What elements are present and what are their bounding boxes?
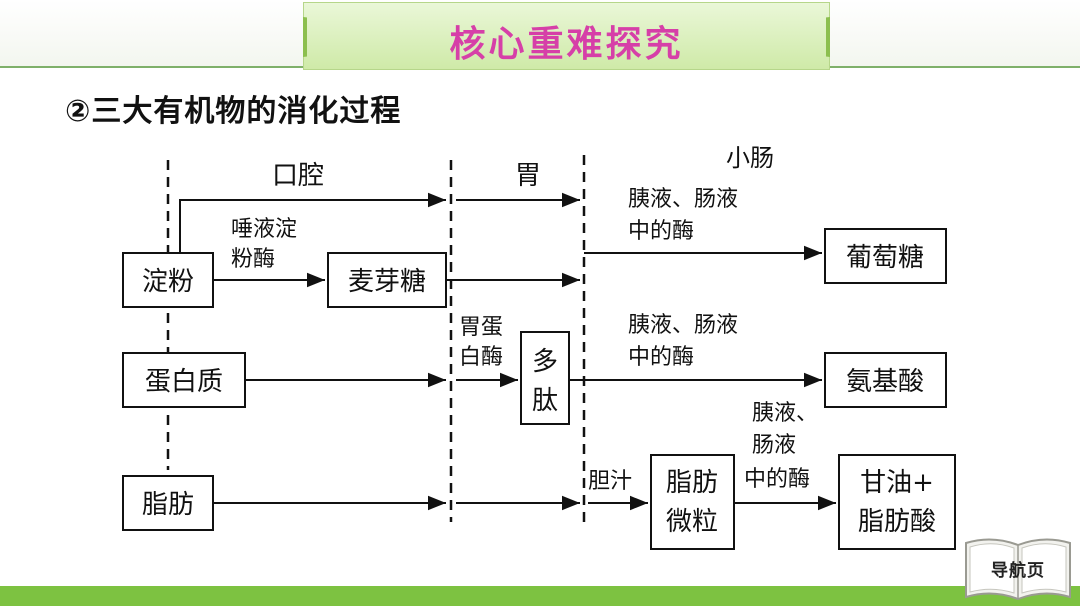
node-starch-box [122, 252, 214, 308]
bottom-accent-bar [0, 586, 1080, 606]
region-label-stomach: 胃 [515, 161, 541, 191]
node-fat-droplet-2: 微粒 [666, 507, 718, 537]
node-maltose: 麦芽糖 [348, 267, 426, 297]
arrow-starch-bypass [179, 192, 446, 253]
node-glycerol-box [838, 454, 956, 550]
label-si-enzyme-starch-2: 中的酶 [628, 219, 694, 244]
node-amino-acid-box [824, 352, 947, 408]
node-glucose-box [824, 228, 947, 284]
label-si-enzyme-fat-1: 胰液、 [752, 401, 818, 426]
node-amino-acid: 氨基酸 [846, 367, 924, 397]
label-salivary-amylase-1: 唾液淀 [231, 217, 297, 242]
label-salivary-amylase-2: 粉酶 [231, 247, 275, 272]
page-title: 核心重难探究 [449, 24, 684, 65]
label-bile: 胆汁 [588, 469, 632, 494]
region-label-mouth: 口腔 [272, 161, 324, 191]
label-si-enzyme-fat-3: 中的酶 [744, 467, 810, 492]
banner-notch-left [303, 17, 321, 57]
node-polypeptide-1: 多 [532, 347, 558, 377]
label-si-enzyme-fat-2: 肠液 [752, 433, 796, 458]
section-subtitle: ②三大有机物的消化过程 [65, 94, 402, 129]
node-polypeptide-box [520, 331, 570, 425]
nav-label: 导航页 [991, 561, 1045, 581]
label-si-enzyme-starch-1: 胰液、肠液 [628, 187, 738, 212]
node-protein-box [122, 352, 246, 408]
title-banner: 核心重难探究 [303, 2, 830, 70]
label-si-enzyme-protein-1: 胰液、肠液 [628, 313, 738, 338]
node-fat-droplet-box [650, 454, 735, 550]
node-glycerol-2: 脂肪酸 [858, 507, 936, 537]
node-fat: 脂肪 [142, 490, 194, 520]
label-si-enzyme-protein-2: 中的酶 [628, 345, 694, 370]
label-pepsin-2: 白酶 [459, 345, 503, 370]
book-icon [965, 538, 1071, 601]
node-glycerol-1: 甘油+ [860, 468, 934, 498]
node-glucose: 葡萄糖 [846, 243, 924, 273]
banner-notch-right [812, 17, 830, 57]
region-label-small-intestine: 小肠 [726, 144, 774, 172]
node-polypeptide-2: 肽 [532, 386, 558, 416]
node-maltose-box [327, 252, 447, 308]
node-protein: 蛋白质 [145, 367, 223, 397]
node-starch: 淀粉 [142, 267, 194, 297]
nav-home-button[interactable]: 导航页 [962, 533, 1074, 603]
node-fat-droplet-1: 脂肪 [666, 468, 718, 498]
label-pepsin-1: 胃蛋 [459, 315, 503, 340]
